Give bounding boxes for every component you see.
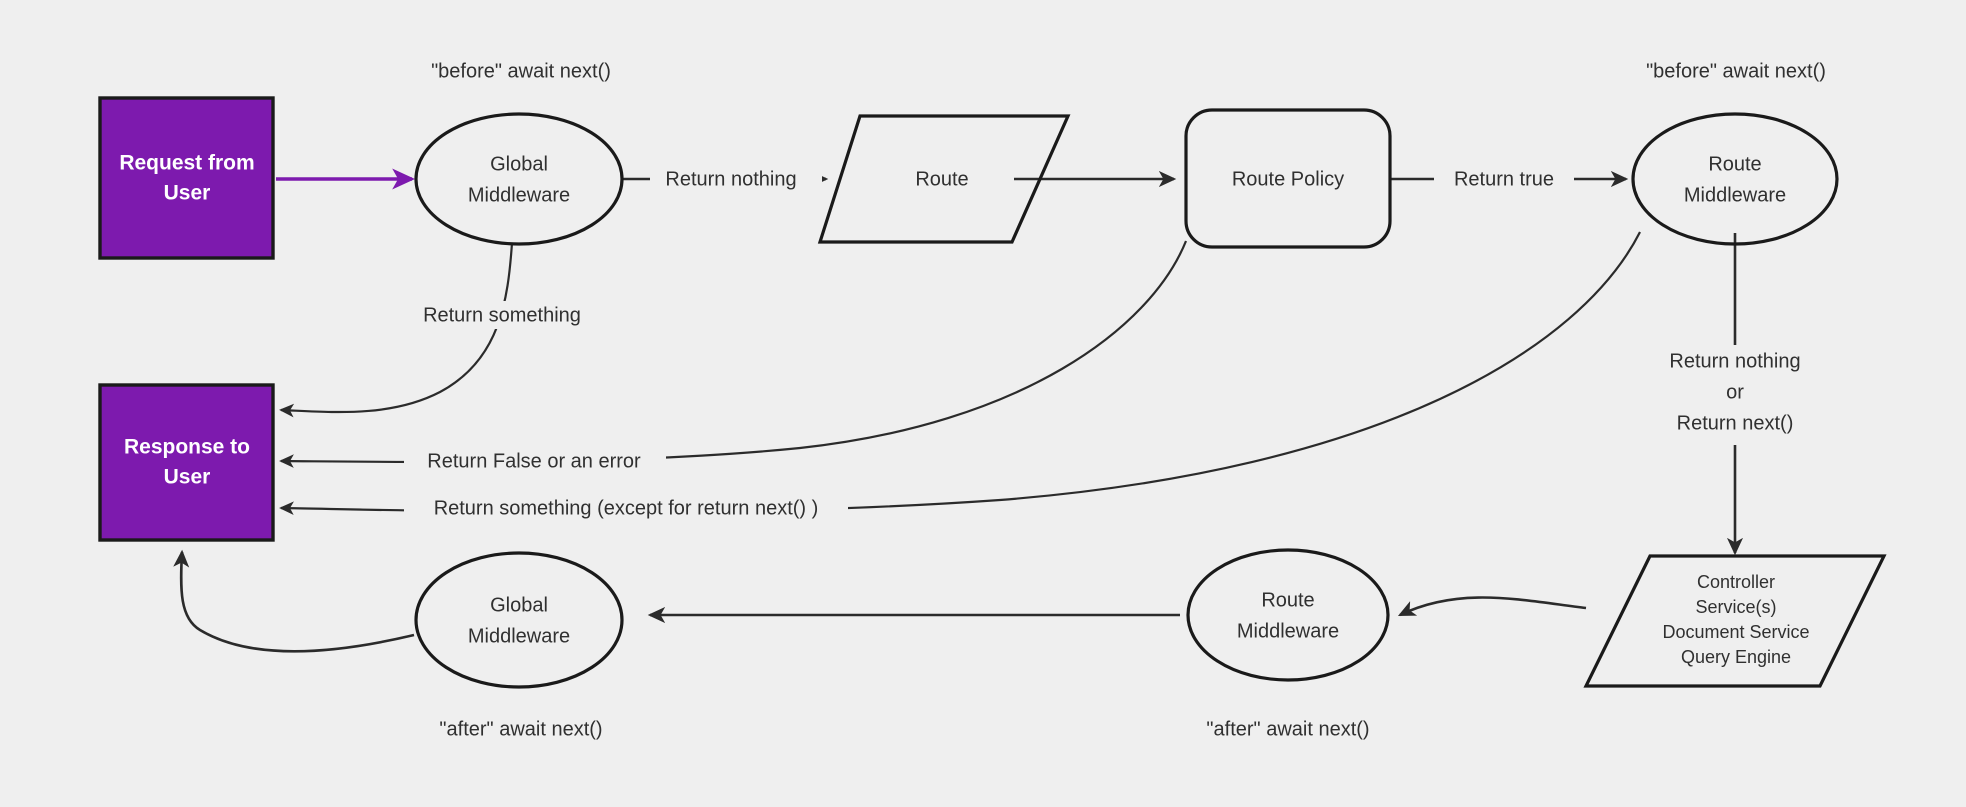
edge-global-middleware-to-response: Return something [279,242,598,418]
controller-line2: Service(s) [1695,597,1776,617]
node-route-middleware-after[interactable]: Route Middleware [1186,548,1390,682]
annotation-after-await-next-global: "after" await next() [439,718,602,740]
node-global-middleware-after[interactable]: Global Middleware [414,551,624,689]
edge-route-policy-to-response: Return False or an error [279,240,1188,476]
global-middleware-before-line2: Middleware [468,184,570,206]
node-controller-services[interactable]: Controller Service(s) Document Service Q… [1583,554,1887,688]
controller-line1: Controller [1697,572,1775,592]
response-to-user-line1: Response to [124,436,250,459]
edge-route-middleware-to-controller: Return nothing or Return next() [1640,233,1830,556]
edge-global-middleware-to-route: Return nothing [621,165,829,193]
edge-route-policy-to-route-middleware: Return true [1390,165,1629,193]
node-response-to-user[interactable]: Response to User [98,383,275,542]
global-middleware-after-line2: Middleware [468,625,570,647]
node-route-middleware-before[interactable]: Route Middleware [1631,112,1839,246]
request-from-user-line2: User [164,182,211,205]
edge-label-return-true: Return true [1454,168,1554,190]
edge-label-ctrl-line3: Return next() [1677,412,1794,434]
annotation-before-await-next-global: "before" await next() [431,60,611,82]
edge-label-return-false-or-error: Return False or an error [427,450,641,472]
annotation-before-await-next-route: "before" await next() [1646,60,1826,82]
response-to-user-line2: User [164,466,211,489]
node-route[interactable]: Route [817,114,1071,244]
edge-label-ctrl-line1: Return nothing [1669,350,1800,372]
route-policy-label: Route Policy [1232,168,1344,190]
controller-line4: Query Engine [1681,647,1791,667]
edge-controller-to-route-middleware-after [1397,596,1587,617]
edge-label-ctrl-line2: or [1726,381,1744,403]
controller-line3: Document Service [1662,622,1809,642]
node-global-middleware-before[interactable]: Global Middleware [414,112,624,246]
global-middleware-after-line1: Global [490,594,548,616]
node-route-policy[interactable]: Route Policy [1184,108,1392,249]
edge-label-return-something-except-next: Return something (except for return next… [434,497,819,519]
route-middleware-after-line1: Route [1261,589,1314,611]
route-middleware-before-line2: Middleware [1684,184,1786,206]
node-request-from-user[interactable]: Request from User [98,96,275,260]
edge-route-middleware-to-response: Return something (except for return next… [279,231,1641,523]
edge-label-return-something: Return something [423,304,581,326]
edge-label-return-nothing: Return nothing [665,168,796,190]
annotation-after-await-next-route: "after" await next() [1206,718,1369,740]
edge-global-middleware-after-to-response [173,549,415,653]
route-middleware-after-line2: Middleware [1237,620,1339,642]
route-middleware-before-line1: Route [1708,153,1761,175]
request-from-user-line1: Request from [119,152,254,175]
route-label: Route [915,168,968,190]
global-middleware-before-line1: Global [490,153,548,175]
